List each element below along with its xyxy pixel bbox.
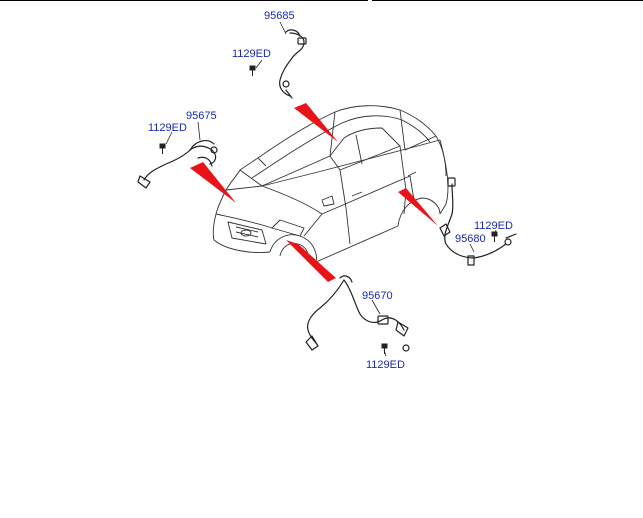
bolts [159, 65, 498, 354]
bolt-rear-right [491, 231, 498, 242]
label-rear-left-sensor: 95685 [264, 10, 295, 22]
label-front-right-sensor: 95670 [362, 290, 393, 302]
pointer-wedge-rear-right [398, 188, 438, 226]
pointer-wedges [190, 103, 438, 282]
pointer-wedge-front-left [190, 162, 236, 203]
label-rear-right-sensor: 95680 [455, 233, 486, 245]
label-rear-right-bolt: 1129ED [474, 220, 513, 232]
harness-rear-right [444, 183, 507, 259]
bolt-front-left [159, 143, 166, 154]
pointer-wedge-front-right [286, 240, 336, 282]
label-front-left-bolt: 1129ED [148, 122, 187, 134]
car-outline [212, 105, 449, 263]
pointer-wedge-rear-left [294, 103, 338, 142]
label-front-right-bolt: 1129ED [366, 359, 405, 371]
label-rear-left-bolt: 1129ED [232, 48, 271, 60]
bolt-rear-left [249, 65, 256, 76]
harness-rear-left [279, 32, 305, 97]
leader-lines [165, 21, 497, 357]
label-front-left-sensor: 95675 [186, 110, 217, 122]
top-border [0, 0, 643, 1]
harness-front-right [307, 279, 405, 347]
sensor-harnesses [137, 29, 517, 352]
top-border-gap [368, 0, 372, 1]
